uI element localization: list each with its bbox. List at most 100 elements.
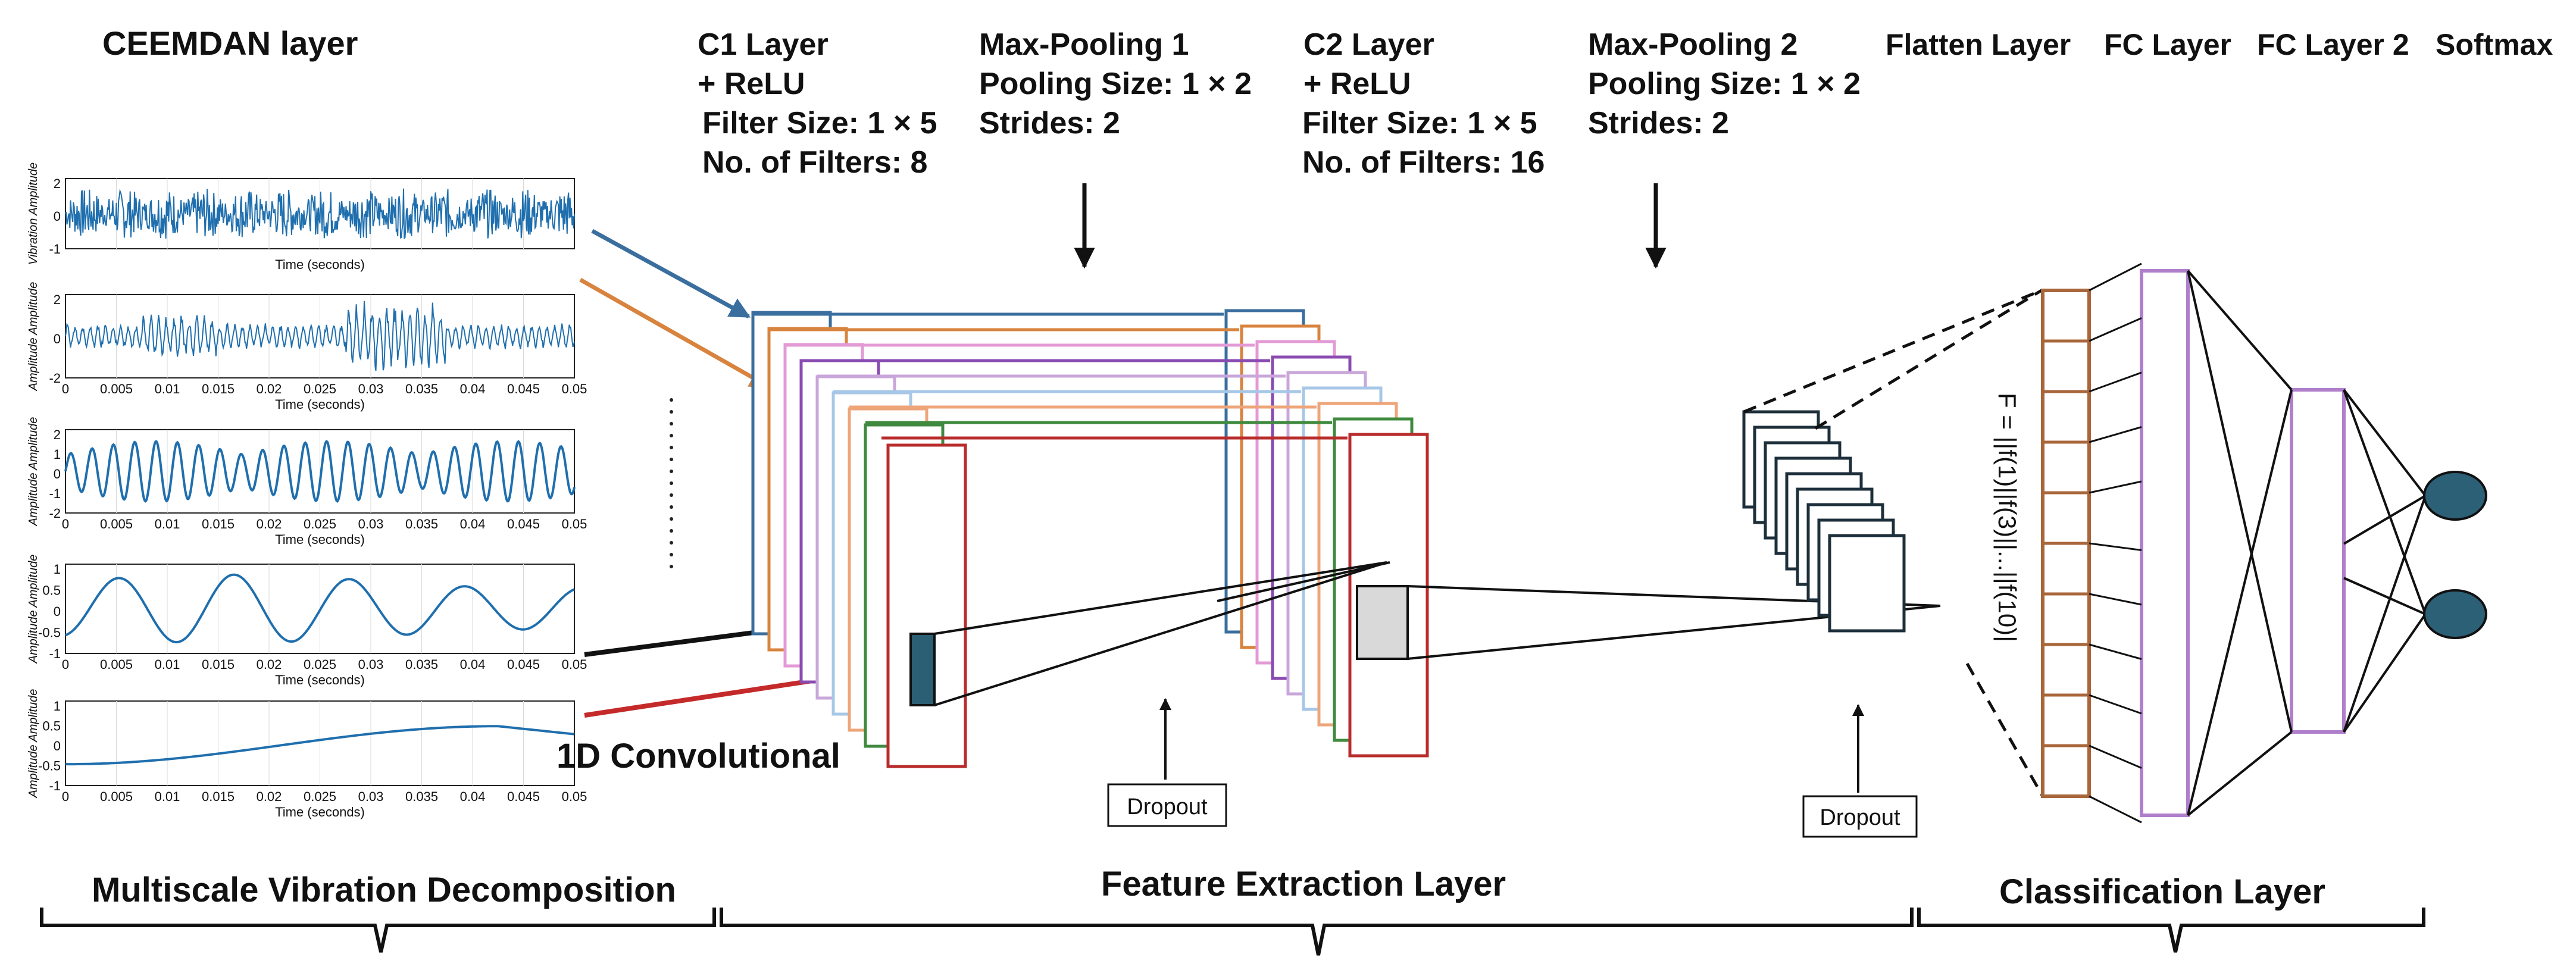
c2-title: C2 Layer [1303, 27, 1434, 62]
x-tick-label: 0.03 [358, 657, 384, 672]
fc2-softmax-connection [2343, 495, 2427, 545]
mp1-pool-size: Pooling Size: 1 × 2 [979, 67, 1252, 101]
x-tick-label: 0.015 [202, 789, 235, 804]
y-axis-label: Amplitude Amplitude [27, 282, 40, 392]
y-tick-label: 1 [54, 562, 61, 577]
flatten-formula: F = ||f(1)||f(3)||...||f(10)| [1993, 393, 2021, 642]
dropout2-box [1802, 795, 1918, 838]
flatten-fc1-connection [2089, 542, 2142, 551]
x-tick-label: 0.04 [460, 517, 486, 531]
section-brace-decomposition [40, 908, 716, 953]
x-tick-label: 0.045 [507, 657, 540, 672]
y-tick-label: -2 [49, 371, 61, 386]
signal-waveform [65, 301, 575, 371]
x-tick-label: 0.045 [507, 381, 540, 396]
fc1-fc2-connection [2187, 270, 2293, 391]
flatten-dash-top-b [1814, 289, 2043, 430]
mp2-title: Max-Pooling 2 [1588, 27, 1797, 62]
y-tick-label: 0.5 [42, 583, 61, 598]
kernel-projection-bottom [934, 561, 1387, 706]
y-tick-label: 0 [54, 604, 61, 619]
x-tick-label: 0.05 [562, 657, 587, 672]
fc2-softmax-connection [2343, 389, 2427, 615]
y-tick-label: -1 [49, 242, 61, 256]
section-label-classification: Classification Layer [1999, 872, 2325, 911]
x-tick-label: 0.005 [100, 657, 133, 672]
dropout2-label: Dropout [1820, 805, 1900, 830]
y-tick-label: 2 [54, 292, 61, 307]
flatten-dash-bottom [1965, 662, 2044, 797]
x-tick-label: 0.04 [460, 381, 486, 396]
x-tick-label: 0.035 [405, 657, 438, 672]
y-tick-label: -0.5 [38, 625, 61, 640]
flatten-fc1-connection [2089, 426, 2142, 443]
x-axis-label: Time (seconds) [275, 532, 365, 547]
ellipsis-dots [670, 398, 673, 568]
x-tick-label: 0.025 [304, 657, 336, 672]
classification-network [2041, 262, 2487, 824]
x-tick-label: 0.025 [304, 381, 336, 396]
y-tick-label: 2 [54, 176, 61, 191]
flatten-layer-title: Flatten Layer [1886, 28, 2071, 61]
y-tick-label: -2 [49, 506, 61, 521]
section-brace-classification [1917, 908, 2425, 953]
c2-filter-count: No. of Filters: 16 [1302, 145, 1545, 180]
x-tick-label: 0.03 [358, 381, 384, 396]
x-axis-label: Time (seconds) [275, 397, 365, 412]
x-tick-label: 0.005 [100, 381, 133, 396]
y-tick-label: 0 [54, 739, 61, 753]
x-axis-label: Time (seconds) [275, 672, 365, 687]
y-axis-label: Amplitude Amplitude [27, 689, 40, 799]
x-tick-label: 0.05 [562, 517, 587, 531]
maxpool1-header: Max-Pooling 1 Pooling Size: 1 × 2 Stride… [979, 27, 1252, 140]
c2-projection-line-a [1217, 561, 1390, 602]
y-axis-label: Amplitude Amplitude [27, 417, 40, 527]
c2-filter-size: Filter Size: 1 × 5 [1302, 106, 1537, 140]
y-axis-label: Amplitude Amplitude [27, 555, 40, 664]
x-tick-label: 0.045 [507, 517, 540, 531]
x-tick-label: 0.035 [405, 789, 438, 804]
x-tick-label: 0.02 [257, 657, 282, 672]
signal-waveform [65, 573, 575, 644]
mp1-title: Max-Pooling 1 [979, 27, 1189, 62]
flatten-fc1-connection [2089, 795, 2142, 824]
x-tick-label: 0.02 [257, 517, 282, 531]
x-axis-label: Time (seconds) [275, 257, 365, 272]
x-tick-label: 0.04 [460, 657, 486, 672]
x-tick-label: 0.015 [202, 381, 235, 396]
x-tick-label: 0.02 [257, 789, 282, 804]
x-tick-label: 0.025 [304, 789, 336, 804]
x-tick-label: 0.01 [155, 381, 180, 396]
c1-filter-size: Filter Size: 1 × 5 [702, 106, 937, 140]
mp2-pool-size: Pooling Size: 1 × 2 [1588, 67, 1861, 101]
softmax-title: Softmax [2436, 28, 2553, 61]
c1-activation: + ReLU [698, 67, 805, 101]
mp2-strides: Strides: 2 [1588, 106, 1729, 140]
fc2-softmax-connection [2343, 613, 2427, 733]
pooling-connection-arrows [753, 312, 1348, 440]
y-tick-label: 0.5 [42, 719, 61, 734]
flatten-fc1-connection [2089, 371, 2142, 393]
flatten-fc1-connection [2089, 262, 2142, 292]
dropout1-box [1107, 783, 1227, 827]
x-tick-label: 0 [62, 657, 69, 672]
y-tick-label: -1 [49, 486, 61, 501]
y-tick-label: -1 [49, 646, 61, 661]
fc1-fc2-connection [2187, 731, 2293, 816]
x-tick-label: 0.05 [562, 789, 587, 804]
x-tick-label: 0.01 [155, 789, 180, 804]
flatten-fc1-connection [2089, 744, 2142, 769]
y-tick-label: 0 [54, 331, 61, 346]
x-tick-label: 0.015 [202, 517, 235, 531]
ceemdan-layer-title: CEEMDAN layer [102, 24, 358, 62]
c1-map-frame-9 [886, 443, 967, 768]
y-tick-label: 2 [54, 427, 61, 442]
x-tick-label: 0.015 [202, 657, 235, 672]
fc-layer-1 [2140, 269, 2190, 817]
c1-layer-header: C1 Layer + ReLU Filter Size: 1 × 5 No. o… [698, 27, 937, 180]
mp2-map-9 [1828, 534, 1906, 633]
